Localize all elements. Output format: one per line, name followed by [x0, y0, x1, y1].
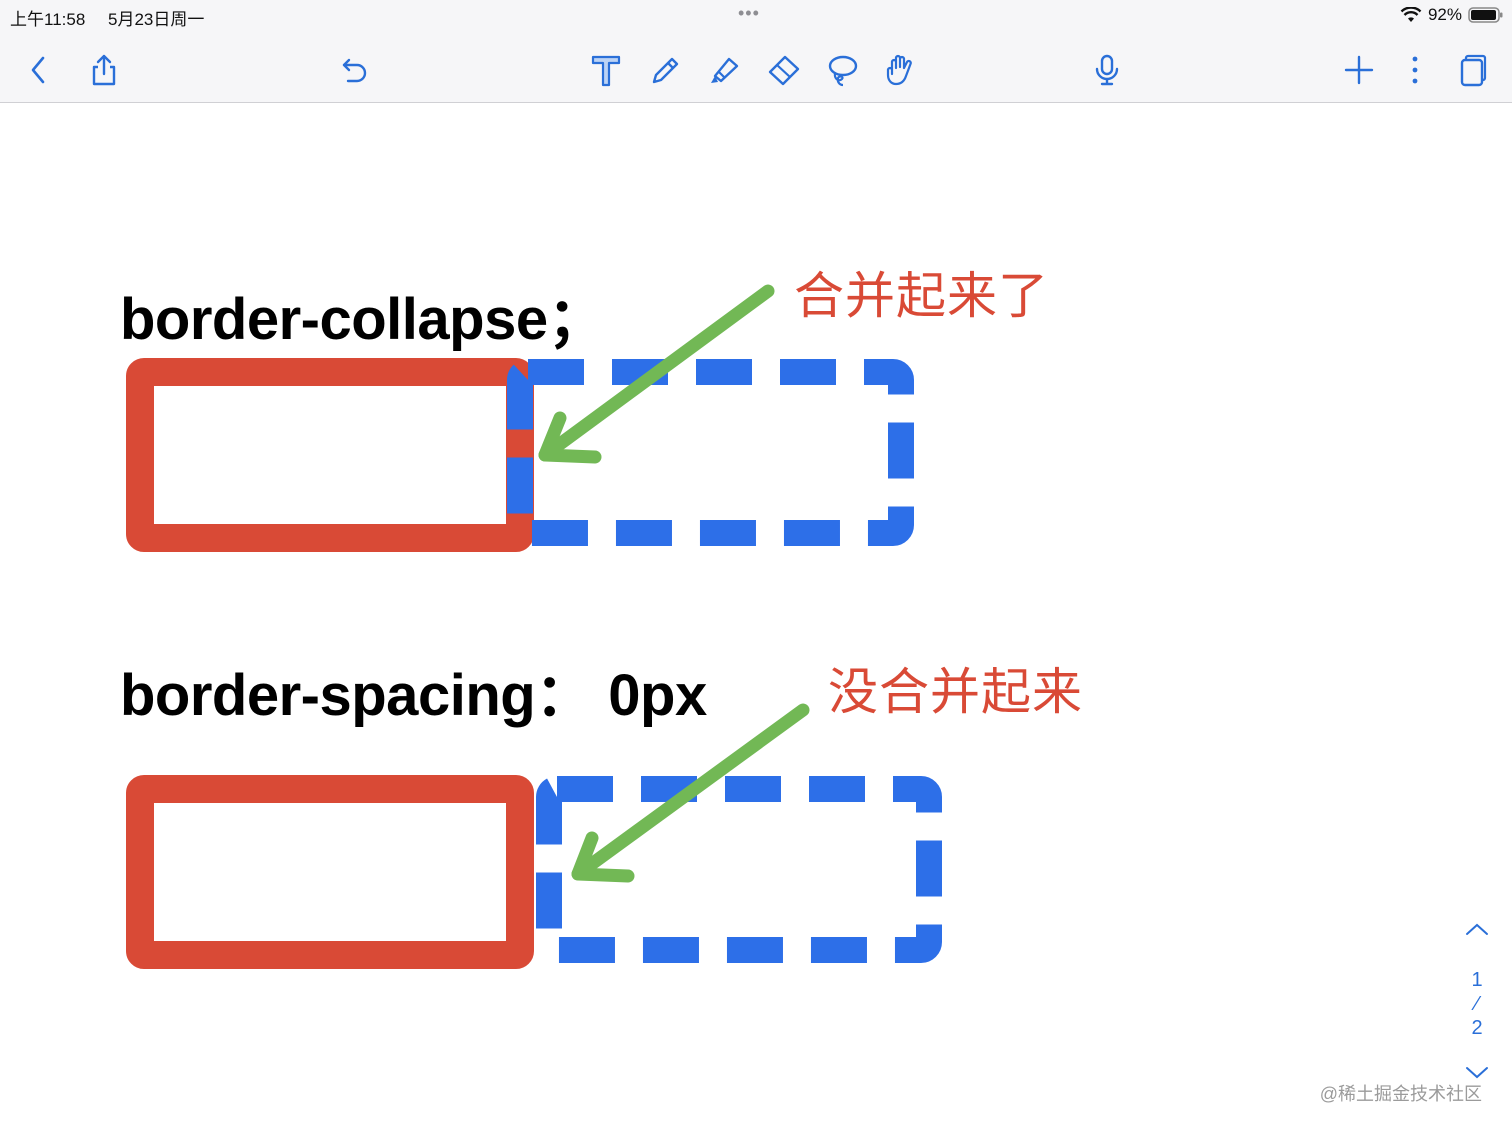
red-box-1 — [126, 358, 534, 552]
arrow-1-head — [538, 411, 602, 464]
blue-dashed-box-1 — [507, 359, 914, 546]
pages-button[interactable] — [1449, 48, 1493, 92]
page-up-icon[interactable] — [1464, 920, 1490, 938]
pen-tool-button[interactable] — [644, 48, 688, 92]
eraser-tool-button[interactable] — [762, 48, 806, 92]
add-button[interactable] — [1337, 48, 1381, 92]
undo-icon — [342, 58, 367, 83]
current-page: 1 — [1471, 969, 1483, 991]
annotation-merged: 合并起来了 — [794, 268, 1049, 324]
undo-button[interactable] — [333, 48, 377, 92]
back-icon — [31, 56, 45, 84]
microphone-button[interactable] — [1085, 48, 1129, 92]
microphone-icon — [1095, 54, 1119, 86]
add-icon — [1344, 55, 1374, 85]
text-tool-button[interactable] — [584, 48, 628, 92]
battery-icon — [1468, 7, 1503, 23]
page-down-icon[interactable] — [1464, 1064, 1490, 1082]
lasso-icon — [828, 55, 858, 87]
status-time: 上午11:58 — [10, 10, 86, 29]
arrow-1 — [538, 284, 775, 462]
lasso-tool-button[interactable] — [820, 48, 864, 92]
highlighter-icon — [711, 57, 739, 83]
status-bar: 上午11:58 5月23日周一 ••• 92% — [0, 0, 1512, 36]
share-button[interactable] — [82, 48, 126, 92]
share-icon — [92, 54, 116, 86]
more-icon — [1412, 56, 1418, 84]
back-button[interactable] — [17, 48, 61, 92]
annotation-not-merged: 没合并起来 — [828, 664, 1083, 720]
arrow-2-head — [571, 831, 635, 883]
eraser-icon — [768, 55, 800, 86]
page-navigator: 1 ⁄ 2 — [1452, 920, 1502, 1082]
page-separator: ⁄ — [1475, 993, 1479, 1015]
wifi-icon — [1400, 7, 1422, 22]
hand-icon — [886, 54, 912, 86]
heading-border-collapse: border-collapse； — [120, 287, 606, 352]
status-date: 5月23日周一 — [108, 10, 205, 29]
multitasking-dots-icon[interactable]: ••• — [738, 3, 760, 23]
highlighter-tool-button[interactable] — [703, 48, 747, 92]
total-pages: 2 — [1471, 1017, 1483, 1039]
watermark: @稀土掘金技术社区 — [1319, 1084, 1482, 1104]
arrow-2 — [571, 703, 810, 881]
red-box-2 — [126, 775, 534, 969]
status-indicators: 92% — [1400, 5, 1504, 25]
battery-percent: 92% — [1427, 5, 1462, 24]
text-tool-icon — [591, 55, 621, 87]
pages-icon — [1460, 54, 1487, 87]
blue-dashed-box-2 — [536, 776, 942, 963]
heading-border-spacing: border-spacing： 0px — [120, 663, 707, 728]
hand-tool-button[interactable] — [878, 48, 922, 92]
more-button[interactable] — [1393, 48, 1437, 92]
toolbar — [0, 36, 1512, 103]
pen-icon — [652, 57, 679, 84]
